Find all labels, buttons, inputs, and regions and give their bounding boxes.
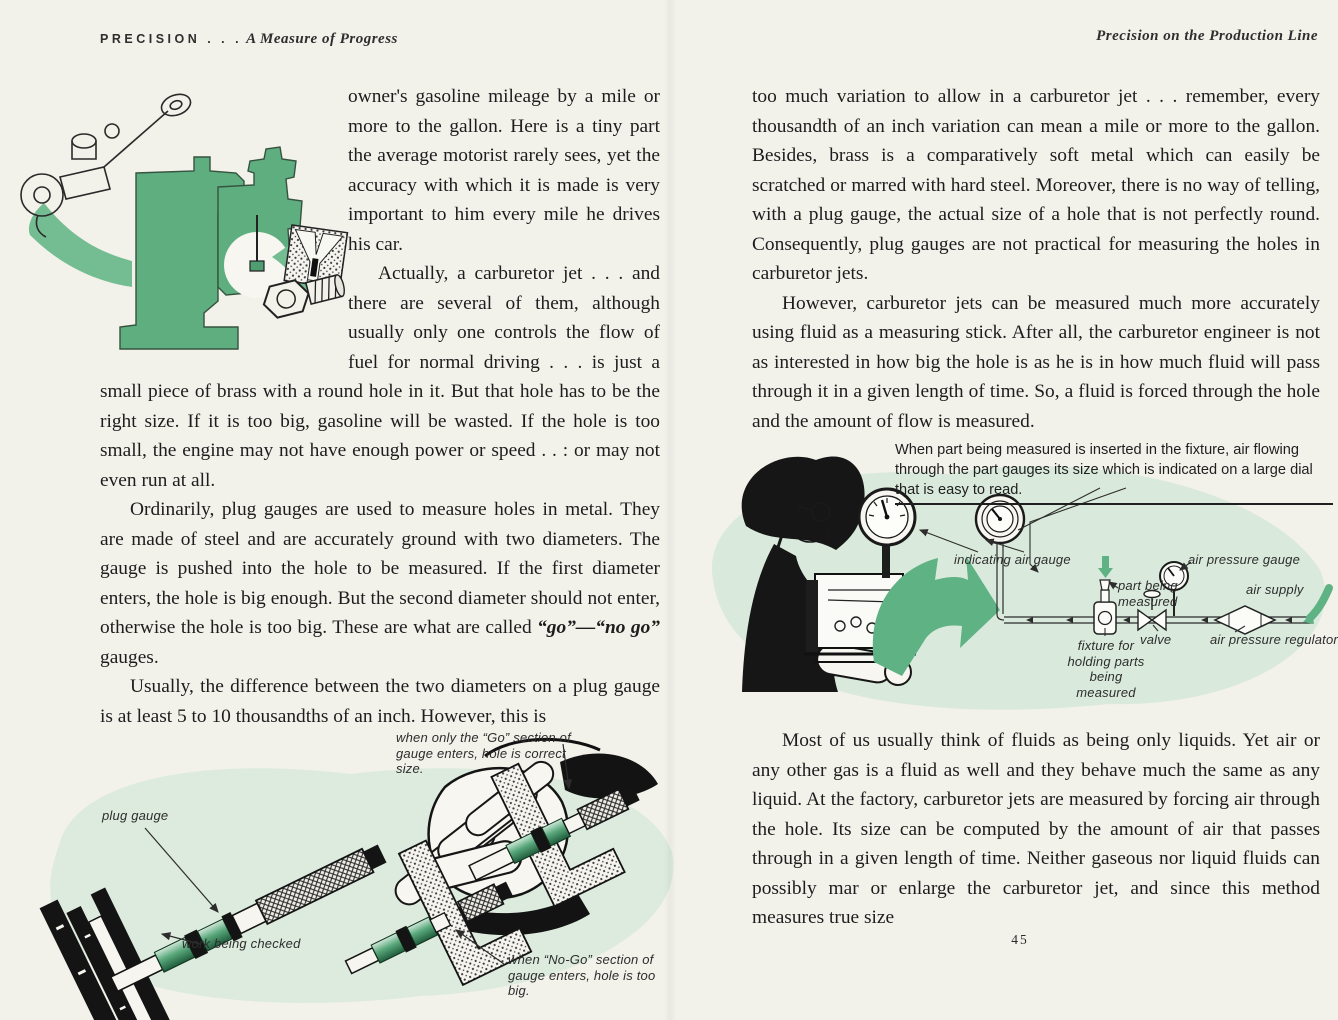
paragraph: Usually, the difference between the two … — [100, 676, 660, 727]
right-page-text-upper: too much variation to allow in a carbure… — [752, 82, 1320, 436]
paragraph: Actually, a carburetor jet . . . and the… — [100, 263, 660, 491]
jet-highlight-circle-icon — [224, 215, 290, 298]
label-plug-gauge: plug gauge — [102, 808, 169, 823]
paragraph-text: gauges. — [100, 646, 159, 668]
figure-leader-lines — [918, 487, 1246, 636]
plug-gauge-icon — [109, 844, 387, 993]
label-no-go-section: when “No-Go” section of gauge enters, ho… — [508, 952, 656, 998]
jet-cutaway-icon — [283, 224, 349, 290]
paragraph: too much variation to allow in a carbure… — [752, 86, 1320, 284]
left-running-head: PRECISION . . . A Measure of Progress — [100, 30, 660, 48]
figure-air-gauge: When part being measured is inserted in … — [688, 430, 1338, 722]
go-no-go-emphasis: “go”—“no go” — [537, 617, 661, 638]
paragraph: owner's gasoline mileage by a mile or mo… — [348, 86, 660, 255]
air-supply-arrow-icon — [1303, 584, 1333, 624]
figure-wrap-spacer — [100, 82, 348, 363]
no-go-gauge-assembly-icon — [344, 839, 533, 987]
page-number: 45 — [1011, 932, 1029, 947]
green-swoosh-left-icon — [28, 203, 133, 287]
go-gauge-assembly-icon — [468, 762, 640, 908]
jet-screw-icon — [262, 274, 345, 319]
paragraph: Ordinarily, plug gauges are used to meas… — [100, 495, 660, 672]
label-air-pressure-gauge: air pressure gauge — [1188, 552, 1300, 567]
label-go-section: when only the “Go” section of gauge ente… — [396, 730, 571, 776]
label-air-supply: air supply — [1246, 582, 1304, 597]
flow-arrows — [1026, 617, 1292, 623]
valve-icon — [1137, 589, 1167, 632]
paragraph-text: Ordinarily, plug gauges are used to meas… — [100, 499, 660, 638]
fixture-icon — [1093, 579, 1117, 635]
air-circuit-schematic — [974, 493, 1333, 635]
indicating-dial-icon — [974, 493, 1026, 545]
figure-leader-lines — [144, 743, 573, 965]
label-indicating-air-gauge: indicating air gauge — [954, 552, 1071, 567]
carburetor-illustration — [20, 93, 349, 350]
label-air-pressure-regulator: air pressure regulator — [1210, 632, 1338, 647]
label-fixture: fixture for holding parts being measured — [1067, 638, 1145, 700]
plug-gauge-illustration — [39, 737, 674, 1020]
left-head-title: A Measure of Progress — [246, 31, 398, 47]
label-valve: valve — [1140, 632, 1172, 647]
label-work-being-checked: work being checked — [182, 936, 301, 951]
left-head-kicker: PRECISION . . . — [100, 32, 243, 46]
left-page-text: owner's gasoline mileage by a mile or mo… — [100, 82, 660, 731]
gauge-machine-icon — [804, 487, 917, 663]
part-drop-arrow-icon — [1098, 556, 1113, 578]
label-part-being-measured: part being measured — [1118, 578, 1178, 609]
green-arrow-icon — [872, 556, 1000, 676]
paragraph: However, carburetor jets can be measured… — [752, 292, 1320, 432]
figure-carburetor — [8, 75, 356, 365]
right-running-head: Precision on the Production Line — [1096, 28, 1318, 44]
right-page-text-lower: Most of us usually think of fluids as be… — [752, 726, 1320, 933]
engine-parts-sketch-icon — [20, 93, 192, 238]
paragraph: Most of us usually think of fluids as be… — [752, 730, 1320, 928]
figure-caption: When part being measured is inserted in … — [895, 440, 1333, 505]
regulator-icon — [1213, 605, 1277, 635]
air-gauge-illustration — [711, 456, 1333, 710]
figure-plug-gauge: plug gauge work being checked when only … — [20, 722, 688, 1020]
